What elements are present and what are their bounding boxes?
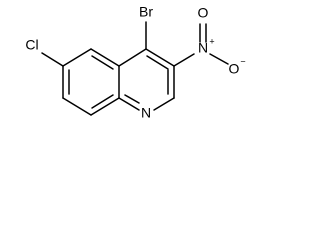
bond-c4-c3: [145, 48, 175, 67]
bond-c6-c5: [62, 48, 92, 67]
atom-label-nitro-n: N: [198, 40, 208, 56]
bond-c8-c7: [62, 97, 92, 116]
atom-label-nitro-o-double: O: [198, 5, 209, 21]
double-bond-c4-c3: [146, 55, 169, 70]
bond-nitro-n-o-single: [209, 53, 229, 65]
double-bond-c5-c4a: [91, 55, 114, 70]
bond-c3-nitro-n: [173, 53, 195, 67]
atom-label-br: Br: [139, 4, 153, 20]
atom-label-nitro-o-single: O: [229, 61, 240, 77]
atom-label-ring-n: N: [141, 105, 151, 121]
double-bond-c8a-c8: [91, 94, 114, 109]
molecule-canvas: Br Cl N + O O − N: [0, 0, 268, 137]
bond-c5-c4a: [90, 48, 120, 67]
charge-nitro-minus: −: [240, 56, 245, 66]
bond-c4a-c4: [118, 48, 147, 67]
atom-label-cl: Cl: [25, 37, 38, 53]
bond-c6-cl: [41, 52, 64, 67]
charge-nitro-plus: +: [209, 36, 214, 46]
bond-c8a-c8: [90, 97, 120, 116]
bond-c2-n1: [153, 97, 175, 111]
quinoline-structure: Br Cl N + O O − N: [25, 4, 245, 121]
double-bond-n1-c8a: [124, 94, 140, 104]
bond-n1-c8a: [118, 97, 140, 111]
